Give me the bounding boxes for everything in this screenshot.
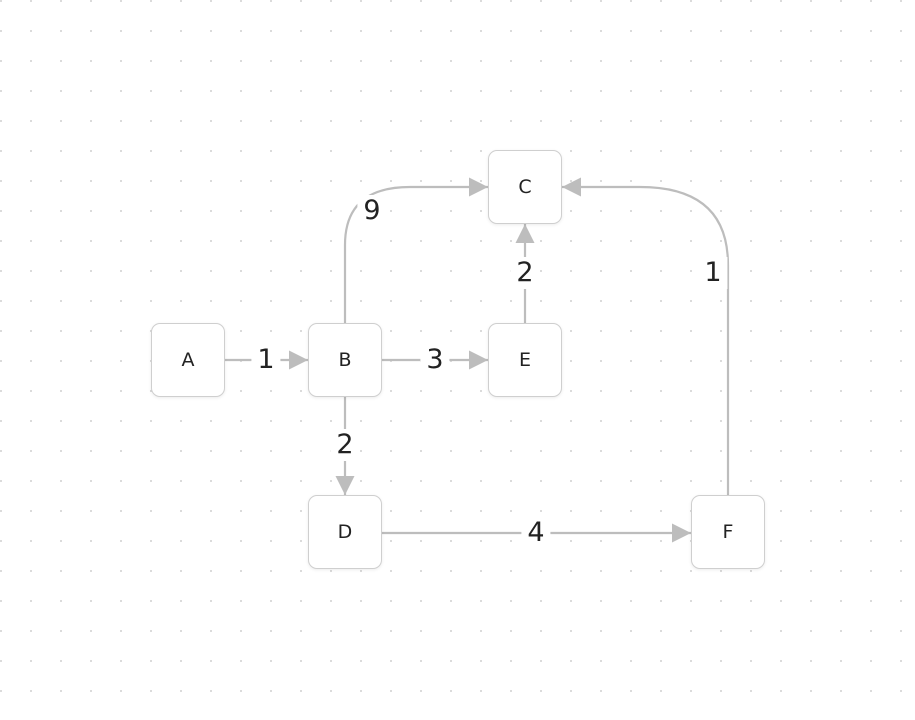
edge-label-a-b: 1 xyxy=(251,344,281,376)
node-c[interactable]: C xyxy=(488,150,562,224)
node-d[interactable]: D xyxy=(308,495,382,569)
edge-label-b-e: 3 xyxy=(420,344,450,376)
node-label: D xyxy=(337,521,353,543)
edge-label-d-f: 4 xyxy=(521,517,551,549)
edge-label-b-d: 2 xyxy=(330,429,360,461)
edge-label-e-c: 2 xyxy=(510,257,540,289)
node-a[interactable]: A xyxy=(151,323,225,397)
node-label: A xyxy=(181,349,195,371)
node-f[interactable]: F xyxy=(691,495,765,569)
node-label: E xyxy=(518,349,531,371)
node-label: B xyxy=(338,349,352,371)
edge-label-b-c: 9 xyxy=(357,195,387,227)
node-label: F xyxy=(722,521,734,543)
edge-f-c xyxy=(562,177,730,495)
node-b[interactable]: B xyxy=(308,323,382,397)
node-label: C xyxy=(518,176,532,198)
node-e[interactable]: E xyxy=(488,323,562,397)
edge-label-f-c: 1 xyxy=(698,257,728,289)
